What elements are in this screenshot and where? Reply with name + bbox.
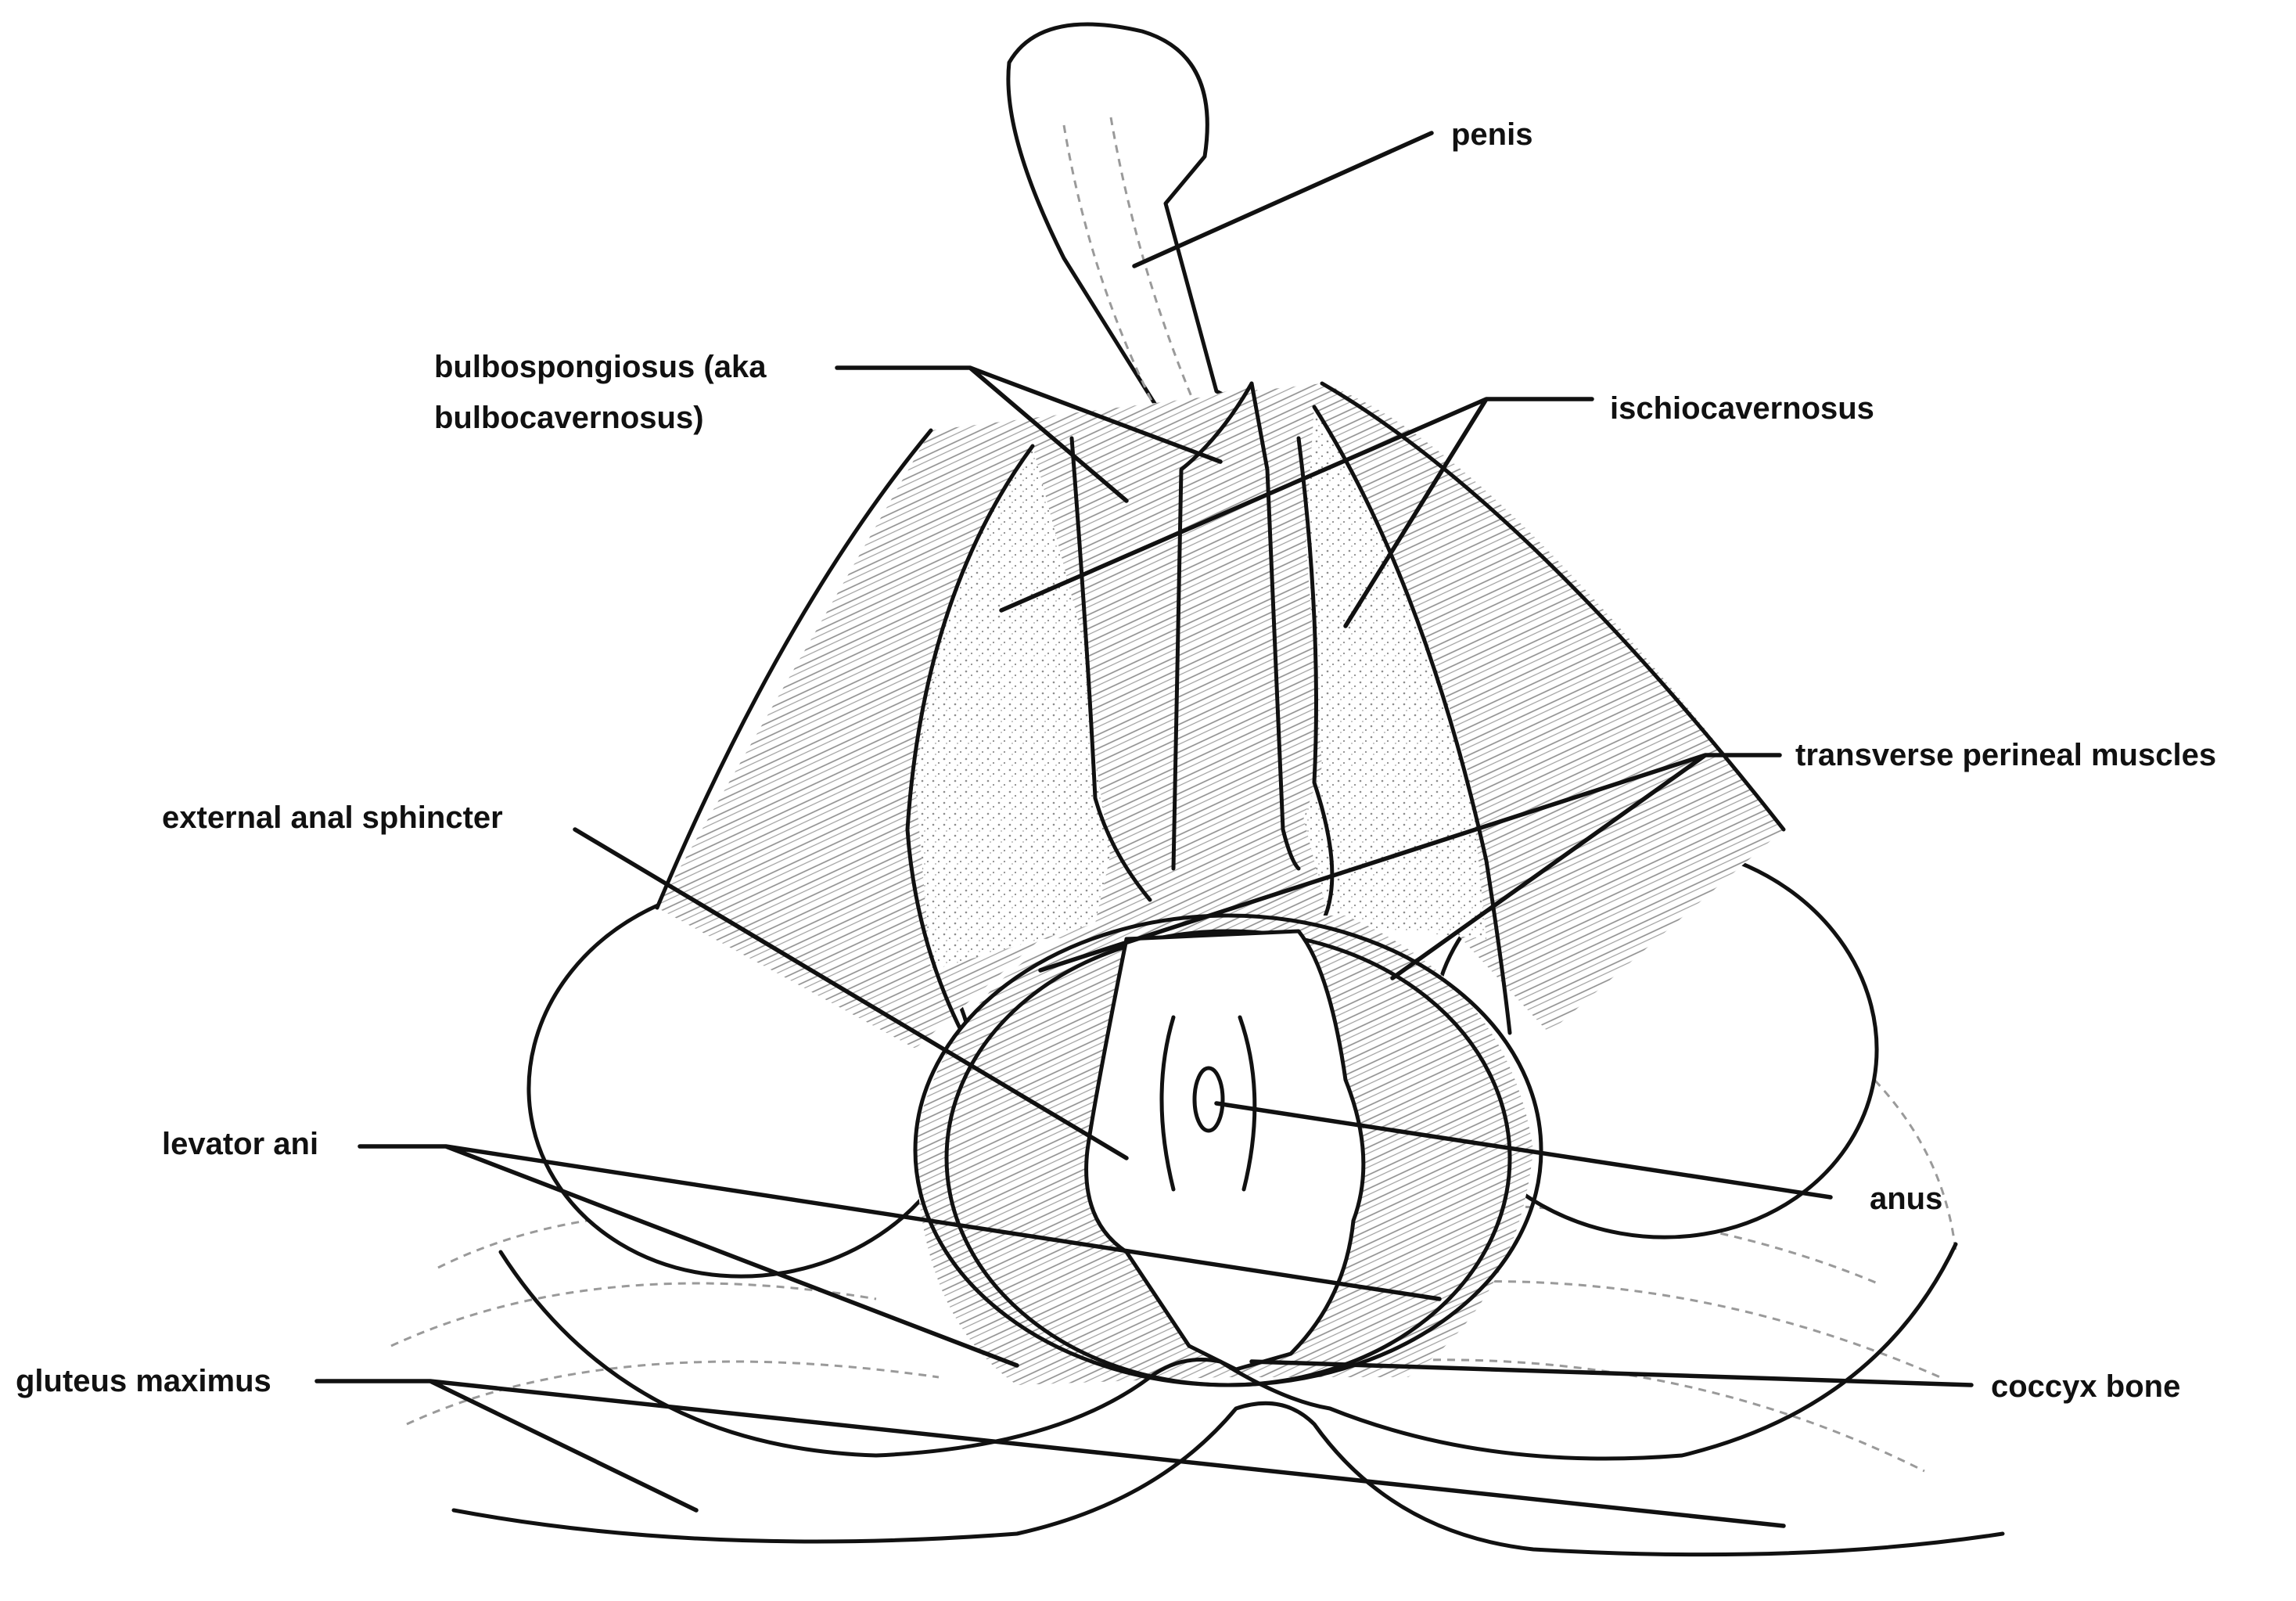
label-external-anal-sphincter: external anal sphincter (162, 800, 503, 835)
label-bulbospongiosus-line1: bulbospongiosus (aka (434, 350, 767, 384)
label-ischiocavernosus: ischiocavernosus (1610, 391, 1874, 426)
label-coccyx-bone: coccyx bone (1991, 1369, 2180, 1404)
label-transverse-perineal-muscles: transverse perineal muscles (1795, 738, 2216, 772)
label-penis: penis (1451, 117, 1532, 152)
label-gluteus-maximus: gluteus maximus (16, 1364, 271, 1398)
leader-gluteus-maximus (317, 1381, 1784, 1526)
label-anus: anus (1870, 1182, 1942, 1216)
label-levator-ani: levator ani (162, 1127, 318, 1161)
label-bulbospongiosus-line2: bulbocavernosus) (434, 401, 704, 435)
